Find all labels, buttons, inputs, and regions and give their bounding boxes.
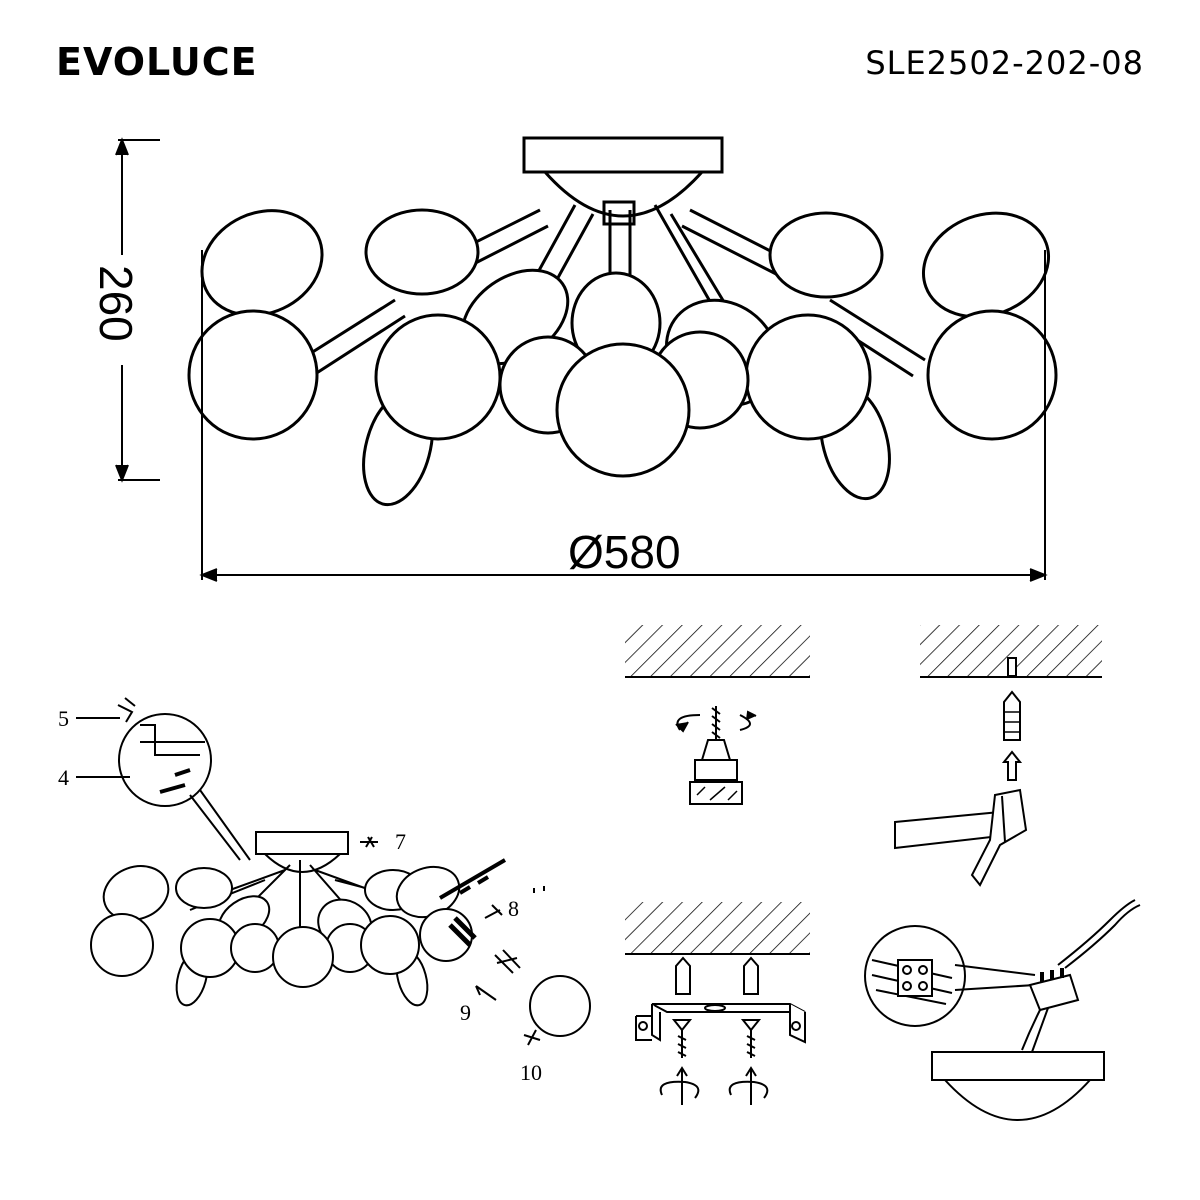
height-label: 260 [90,265,142,342]
callout-9: 9 [460,1000,471,1025]
model-number: SLE2502-202-08 [865,44,1144,82]
callout-10: 10 [520,1060,542,1085]
rotate-arrow-icon [360,836,378,848]
mounting-bracket-icon [635,1003,806,1044]
height-dimension [115,137,160,483]
step-wiring [864,899,1141,1121]
callout-7: 7 [395,829,406,854]
rotate-arrow-icon [728,1080,769,1099]
screw-icon [671,1019,693,1058]
step-bracket [625,902,810,1105]
canopy-plate [522,136,724,174]
diameter-dimension [199,250,1048,582]
screw-icon [740,1019,762,1058]
socket-cable [438,858,507,900]
screw-icon [117,697,136,723]
insert-arrow-icon [475,985,497,1001]
wall-plug-icon [1003,690,1021,741]
hammer-icon [894,788,1028,887]
callout-4: 4 [58,765,69,790]
terminal-block-icon [897,959,933,997]
rotate-arrow-icon [523,1029,541,1046]
diameter-label: Ø580 [568,526,681,578]
up-arrow-icon [1001,750,1023,781]
callout-8: 8 [508,896,519,921]
assembly-canopy [255,831,349,855]
assembly-view [76,697,591,1046]
glass-shade [529,975,591,1037]
g9-bulb-icon [494,949,521,974]
glass-globes [187,309,1058,478]
callout-5: 5 [58,706,69,731]
drill-icon [675,706,757,805]
detail-screw-bracket [140,724,205,756]
brand-logo: EVOLUCE [56,40,258,84]
rotate-arrow-icon [484,904,503,919]
rotate-arrow-icon [659,1080,700,1099]
socket [448,916,477,947]
fixture-elevation: 260 Ø580 [90,136,1058,582]
hub-dome [543,170,704,218]
step-anchor [894,625,1102,887]
step-drill [625,625,810,805]
detail-magnifier [118,713,212,807]
